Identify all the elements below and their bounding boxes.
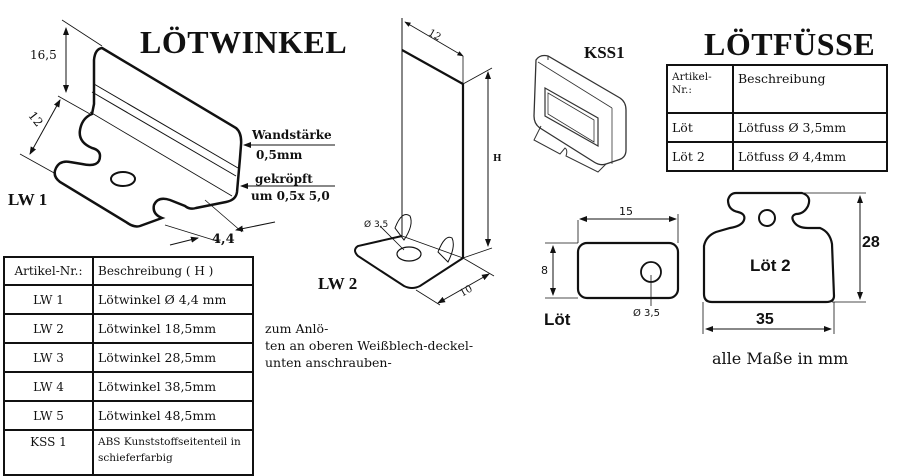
- kss1-label: KSS1: [584, 43, 625, 62]
- lot2-drawing: [702, 191, 866, 334]
- lw1-wall-value: 0,5mm: [256, 148, 303, 162]
- mounting-note: zum Anlö- ten an oberen Weißblech-deckel…: [265, 320, 473, 371]
- table-row: Löt Lötfuss Ø 3,5mm: [666, 112, 888, 143]
- lot-dim-width: 15: [619, 205, 633, 218]
- units-note: alle Maße in mm: [712, 349, 849, 368]
- table-row: LW 5 Lötwinkel 48,5mm: [3, 400, 254, 431]
- lot-dim-hole: Ø 3,5: [633, 308, 660, 319]
- cell-article: Löt: [666, 112, 734, 143]
- lw1-offset-value: um 0,5x 5,0: [251, 189, 330, 203]
- lw1-dim-slot: 4,4: [212, 232, 235, 247]
- cell-description: ABS Kunststoffseitenteil in schieferfarb…: [92, 429, 254, 476]
- kss1-drawing: [533, 54, 627, 173]
- table-row: LW 1 Lötwinkel Ø 4,4 mm: [3, 284, 254, 315]
- note-line: ten an oberen Weißblech-deckel-: [265, 338, 474, 353]
- cell-description: Lötwinkel 18,5mm: [92, 313, 254, 344]
- lot-label: Löt: [544, 310, 571, 329]
- lot-drawing: [545, 214, 680, 306]
- table-row: LW 3 Lötwinkel 28,5mm: [3, 342, 254, 373]
- lw2-dim-height: H: [493, 154, 502, 164]
- header-description: Beschreibung ( H ): [92, 256, 254, 286]
- table-header-row: Artikel-Nr.: Beschreibung: [666, 64, 888, 114]
- cell-description: Lötwinkel 48,5mm: [92, 400, 254, 431]
- lw1-offset-label: gekröpft: [255, 172, 313, 186]
- cell-description: Lötwinkel 28,5mm: [92, 342, 254, 373]
- header-article: Artikel-Nr.:: [666, 64, 734, 114]
- cell-article: Löt 2: [666, 141, 734, 172]
- table-header-row: Artikel-Nr.: Beschreibung ( H ): [3, 256, 254, 286]
- lw1-drawing: [19, 19, 335, 246]
- lotwinkel-title: LÖTWINKEL: [140, 24, 348, 60]
- lot2-dim-height: 28: [862, 234, 880, 251]
- lotfuesse-table: Artikel-Nr.: Beschreibung Löt Lötfuss Ø …: [666, 64, 888, 172]
- cell-description: Lötwinkel Ø 4,4 mm: [92, 284, 254, 315]
- cell-article: KSS 1: [3, 429, 94, 476]
- cell-article: LW 5: [3, 400, 94, 431]
- lw2-drawing: [354, 18, 495, 306]
- lw1-dim-height: 16,5: [30, 48, 57, 62]
- cell-article: LW 3: [3, 342, 94, 373]
- cell-article: LW 4: [3, 371, 94, 402]
- note-line: unten anschrauben-: [265, 355, 392, 370]
- note-line: zum Anlö-: [265, 321, 329, 336]
- lotfuesse-title: LÖTFÜSSE: [704, 26, 876, 62]
- cell-description: Lötfuss Ø 4,4mm: [732, 141, 888, 172]
- lot2-dim-width: 35: [756, 311, 774, 328]
- header-description: Beschreibung: [732, 64, 888, 114]
- cell-description: Lötfuss Ø 3,5mm: [732, 112, 888, 143]
- header-article: Artikel-Nr.:: [3, 256, 94, 286]
- lw1-wall-label: Wandstärke: [252, 128, 332, 142]
- table-row: LW 4 Lötwinkel 38,5mm: [3, 371, 254, 402]
- table-row: Löt 2 Lötfuss Ø 4,4mm: [666, 141, 888, 172]
- cell-article: LW 1: [3, 284, 94, 315]
- table-row: KSS 1 ABS Kunststoffseitenteil in schief…: [3, 429, 254, 476]
- lw2-dim-hole: Ø 3,5: [364, 220, 389, 230]
- cell-article: LW 2: [3, 313, 94, 344]
- cell-description: Lötwinkel 38,5mm: [92, 371, 254, 402]
- lw2-label: LW 2: [318, 274, 358, 293]
- lot-dim-height: 8: [541, 264, 548, 277]
- lw1-label: LW 1: [8, 190, 48, 209]
- lot2-label: Löt 2: [750, 256, 791, 275]
- table-row: LW 2 Lötwinkel 18,5mm: [3, 313, 254, 344]
- lotwinkel-table: Artikel-Nr.: Beschreibung ( H ) LW 1 Löt…: [3, 256, 254, 476]
